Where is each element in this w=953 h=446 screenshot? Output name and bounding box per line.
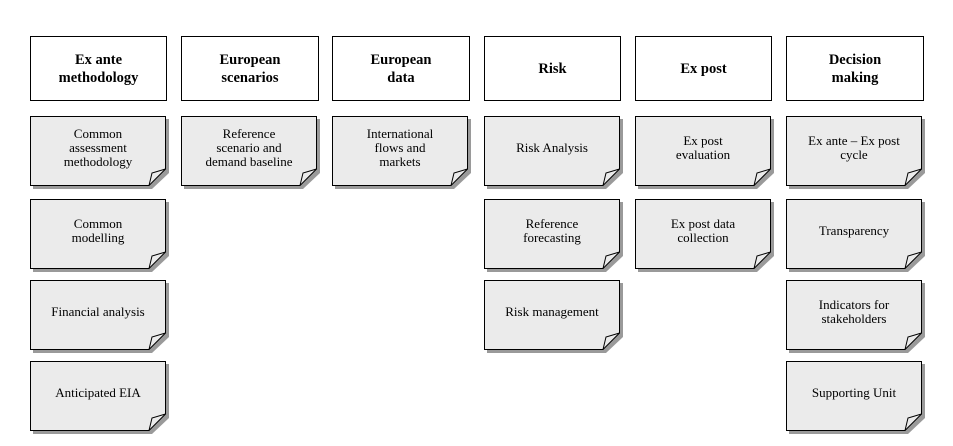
note-label: International flows and markets xyxy=(366,126,434,169)
note-body xyxy=(332,116,468,186)
note-common-modelling: Common modelling xyxy=(30,199,169,272)
note-label: Anticipated EIA xyxy=(55,385,141,400)
note-body xyxy=(786,280,922,350)
note-label: Supporting Unit xyxy=(811,385,897,400)
note-shape xyxy=(635,199,774,272)
note-label: Common modelling xyxy=(71,216,125,245)
note-shape xyxy=(484,116,623,189)
header-european-scenarios: European scenarios xyxy=(181,36,319,101)
note-fold xyxy=(904,251,922,269)
note-body xyxy=(786,199,922,269)
note-ex-post-evaluation: Ex post evaluation xyxy=(635,116,774,189)
note-shape xyxy=(635,116,774,189)
note-label: Indicators for stakeholders xyxy=(818,297,890,326)
note-shape xyxy=(786,116,925,189)
note-label: Common assessment methodology xyxy=(63,126,133,169)
note-fold xyxy=(602,332,620,350)
note-risk-management: Risk management xyxy=(484,280,623,353)
note-label: Ex post evaluation xyxy=(675,133,731,162)
header-decision-making: Decision making xyxy=(786,36,924,101)
header-ex-ante-methodology: Ex ante methodology xyxy=(30,36,167,101)
note-shape xyxy=(484,199,623,272)
note-fold xyxy=(753,251,771,269)
note-fold xyxy=(148,251,166,269)
note-body xyxy=(30,361,166,431)
note-body xyxy=(30,199,166,269)
note-label: Transparency xyxy=(818,223,890,238)
note-reference-scenario: Reference scenario and demand baseline xyxy=(181,116,320,189)
note-fold xyxy=(148,332,166,350)
note-fold xyxy=(904,332,922,350)
note-shape xyxy=(30,199,169,272)
note-label: Risk management xyxy=(505,304,599,319)
note-fold xyxy=(753,168,771,186)
note-shape xyxy=(786,361,925,434)
note-fold xyxy=(148,413,166,431)
note-body xyxy=(635,199,771,269)
note-shape xyxy=(30,116,169,189)
note-ex-post-data-collection: Ex post data collection xyxy=(635,199,774,272)
note-label: Reference forecasting xyxy=(523,216,581,245)
note-body xyxy=(484,116,620,186)
note-label: Reference scenario and demand baseline xyxy=(205,126,293,169)
note-reference-forecasting: Reference forecasting xyxy=(484,199,623,272)
note-indicators-for-stakeholders: Indicators for stakeholders xyxy=(786,280,925,353)
note-body xyxy=(30,116,166,186)
note-label: Ex post data collection xyxy=(670,216,736,245)
note-risk-analysis: Risk Analysis xyxy=(484,116,623,189)
note-financial-analysis: Financial analysis xyxy=(30,280,169,353)
note-fold xyxy=(450,168,468,186)
note-common-assessment-methodology: Common assessment methodology xyxy=(30,116,169,189)
note-anticipated-eia: Anticipated EIA xyxy=(30,361,169,434)
note-shape xyxy=(30,280,169,353)
note-body xyxy=(786,116,922,186)
note-international-flows: International flows and markets xyxy=(332,116,471,189)
header-european-data: European data xyxy=(332,36,470,101)
note-body xyxy=(484,199,620,269)
note-label: Financial analysis xyxy=(51,304,145,319)
note-body xyxy=(786,361,922,431)
note-body xyxy=(635,116,771,186)
note-shape xyxy=(181,116,320,189)
note-transparency: Transparency xyxy=(786,199,925,272)
note-fold xyxy=(148,168,166,186)
note-body xyxy=(484,280,620,350)
header-risk: Risk xyxy=(484,36,621,101)
note-supporting-unit: Supporting Unit xyxy=(786,361,925,434)
note-body xyxy=(181,116,317,186)
header-ex-post: Ex post xyxy=(635,36,772,101)
note-fold xyxy=(602,168,620,186)
note-shape xyxy=(30,361,169,434)
note-shape xyxy=(786,199,925,272)
note-shape xyxy=(332,116,471,189)
note-fold xyxy=(904,168,922,186)
note-shape xyxy=(484,280,623,353)
note-fold xyxy=(299,168,317,186)
note-shape xyxy=(786,280,925,353)
note-fold xyxy=(602,251,620,269)
note-fold xyxy=(904,413,922,431)
note-ex-ante-ex-post-cycle: Ex ante – Ex post cycle xyxy=(786,116,925,189)
note-label: Risk Analysis xyxy=(516,140,588,155)
note-body xyxy=(30,280,166,350)
note-label: Ex ante – Ex post cycle xyxy=(808,133,900,162)
